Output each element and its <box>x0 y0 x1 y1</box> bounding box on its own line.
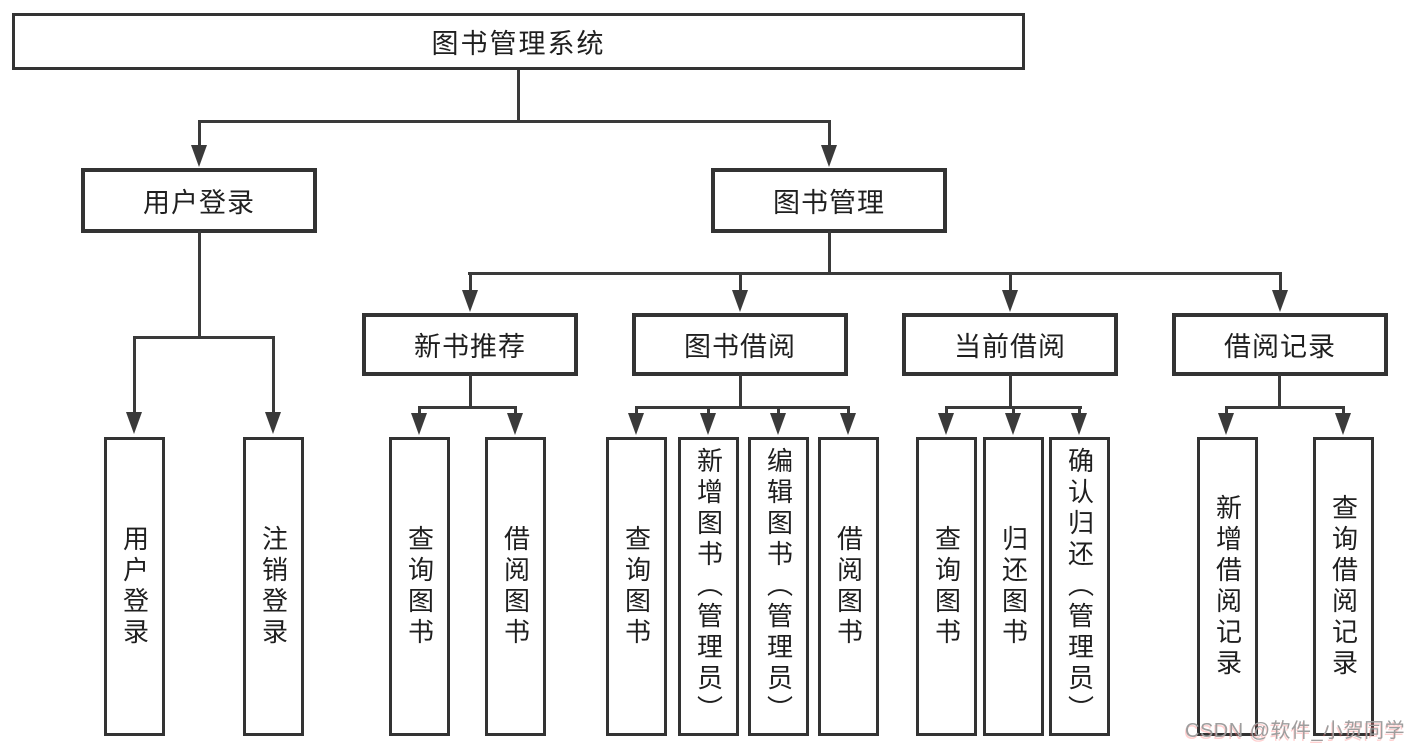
connector-vline <box>1278 374 1281 408</box>
node-new-book-recommend: 新书推荐 <box>362 313 578 376</box>
leaf-borrow-book: 借阅图书 <box>818 437 879 736</box>
arrow-down-icon <box>1071 413 1087 435</box>
connector-vline <box>198 120 201 147</box>
arrow-down-icon <box>1272 290 1288 312</box>
connector-hline <box>418 406 517 409</box>
arrow-down-icon <box>840 413 856 435</box>
arrow-down-icon <box>265 412 281 434</box>
connector-vline <box>739 374 742 408</box>
arrow-down-icon <box>411 413 427 435</box>
connector-vline <box>847 406 850 416</box>
arrow-down-icon <box>462 290 478 312</box>
leaf-query-book-recommend: 查询图书 <box>389 437 450 736</box>
connector-vline <box>777 406 780 416</box>
connector-hline <box>468 272 1281 275</box>
connector-vline <box>469 374 472 408</box>
arrow-down-icon <box>126 412 142 434</box>
arrow-down-icon <box>1002 290 1018 312</box>
connector-hline <box>1225 406 1345 409</box>
connector-hline <box>198 120 831 123</box>
leaf-add-borrow-record: 新增借阅记录 <box>1197 437 1258 736</box>
connector-vline <box>514 406 517 416</box>
leaf-edit-book-admin: 编辑图书（管理员） <box>748 437 809 736</box>
connector-vline <box>945 406 948 416</box>
connector-vline <box>418 406 421 416</box>
node-book-management: 图书管理 <box>711 168 947 233</box>
arrow-down-icon <box>700 413 716 435</box>
node-current-borrow: 当前借阅 <box>902 313 1118 376</box>
connector-vline <box>828 231 831 275</box>
connector-vline <box>1009 374 1012 408</box>
leaf-user-login: 用户登录 <box>104 437 165 736</box>
node-library-system: 图书管理系统 <box>12 13 1025 70</box>
leaf-query-book-borrow: 查询图书 <box>606 437 667 736</box>
connector-vline <box>828 120 831 147</box>
arrow-down-icon <box>732 290 748 312</box>
arrow-down-icon <box>1005 413 1021 435</box>
connector-vline <box>739 272 742 292</box>
connector-vline <box>1009 272 1012 292</box>
connector-vline <box>1012 406 1015 416</box>
arrow-down-icon <box>628 413 644 435</box>
connector-vline <box>707 406 710 416</box>
connector-vline <box>1225 406 1228 416</box>
leaf-return-book: 归还图书 <box>983 437 1044 736</box>
arrow-down-icon <box>507 413 523 435</box>
connector-vline <box>517 70 520 122</box>
watermark: CSDN @软件_小贺同学 <box>1185 720 1405 742</box>
connector-vline <box>272 336 275 414</box>
arrow-down-icon <box>821 145 837 167</box>
arrow-down-icon <box>1335 413 1351 435</box>
connector-vline <box>1342 406 1345 416</box>
leaf-query-borrow-record: 查询借阅记录 <box>1313 437 1374 736</box>
arrow-down-icon <box>938 413 954 435</box>
leaf-logout: 注销登录 <box>243 437 304 736</box>
connector-vline <box>1078 406 1081 416</box>
arrow-down-icon <box>1218 413 1234 435</box>
connector-vline <box>635 406 638 416</box>
connector-hline <box>133 336 275 339</box>
arrow-down-icon <box>770 413 786 435</box>
leaf-borrow-book-recommend: 借阅图书 <box>485 437 546 736</box>
connector-vline <box>198 231 201 338</box>
connector-vline <box>133 336 136 414</box>
leaf-confirm-return-admin: 确认归还（管理员） <box>1049 437 1110 736</box>
node-borrow-records: 借阅记录 <box>1172 313 1388 376</box>
node-user-login: 用户登录 <box>81 168 317 233</box>
leaf-query-book-current: 查询图书 <box>916 437 977 736</box>
leaf-add-book-admin: 新增图书（管理员） <box>678 437 739 736</box>
connector-hline <box>635 406 850 409</box>
node-book-borrow: 图书借阅 <box>632 313 848 376</box>
arrow-down-icon <box>191 145 207 167</box>
connector-vline <box>1279 272 1282 292</box>
connector-vline <box>469 272 472 292</box>
